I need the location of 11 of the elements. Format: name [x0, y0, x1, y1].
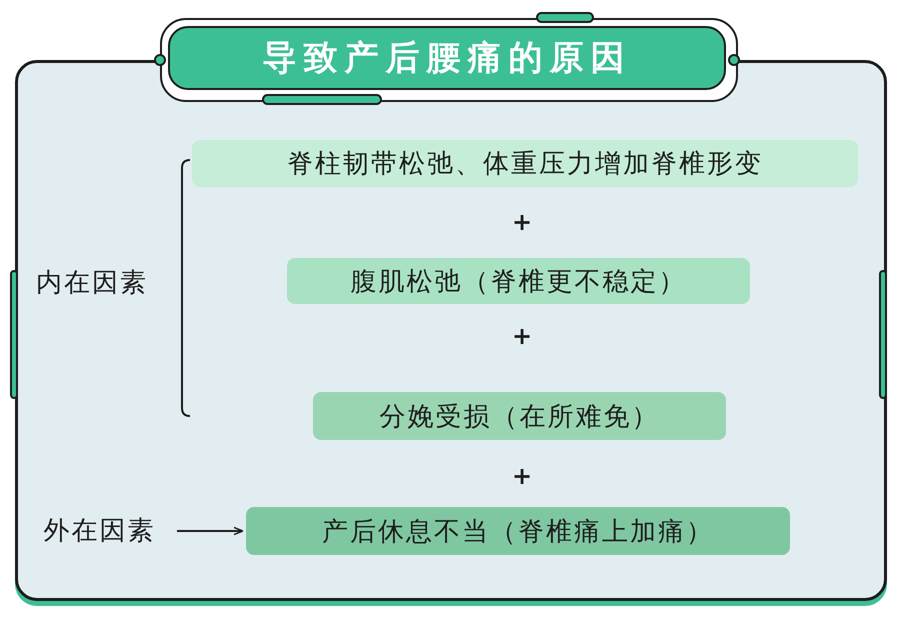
title-banner: 导致产后腰痛的原因: [168, 26, 726, 90]
category-text: 内在因素: [22, 262, 162, 302]
cause-box: 分娩受损（在所难免）: [313, 392, 726, 440]
arrow: [177, 526, 244, 536]
cause-box: 产后休息不当（脊椎痛上加痛）: [246, 507, 790, 555]
plus-sign: +: [512, 322, 532, 350]
plus-sign: +: [512, 462, 532, 490]
cause-box: 脊柱韧带松弛、体重压力增加脊椎形变: [192, 140, 858, 187]
cause-box: 腹肌松弛（脊椎更不稳定）: [287, 258, 750, 304]
category-text: 外在因素: [22, 508, 177, 552]
plus-sign: +: [512, 208, 532, 236]
